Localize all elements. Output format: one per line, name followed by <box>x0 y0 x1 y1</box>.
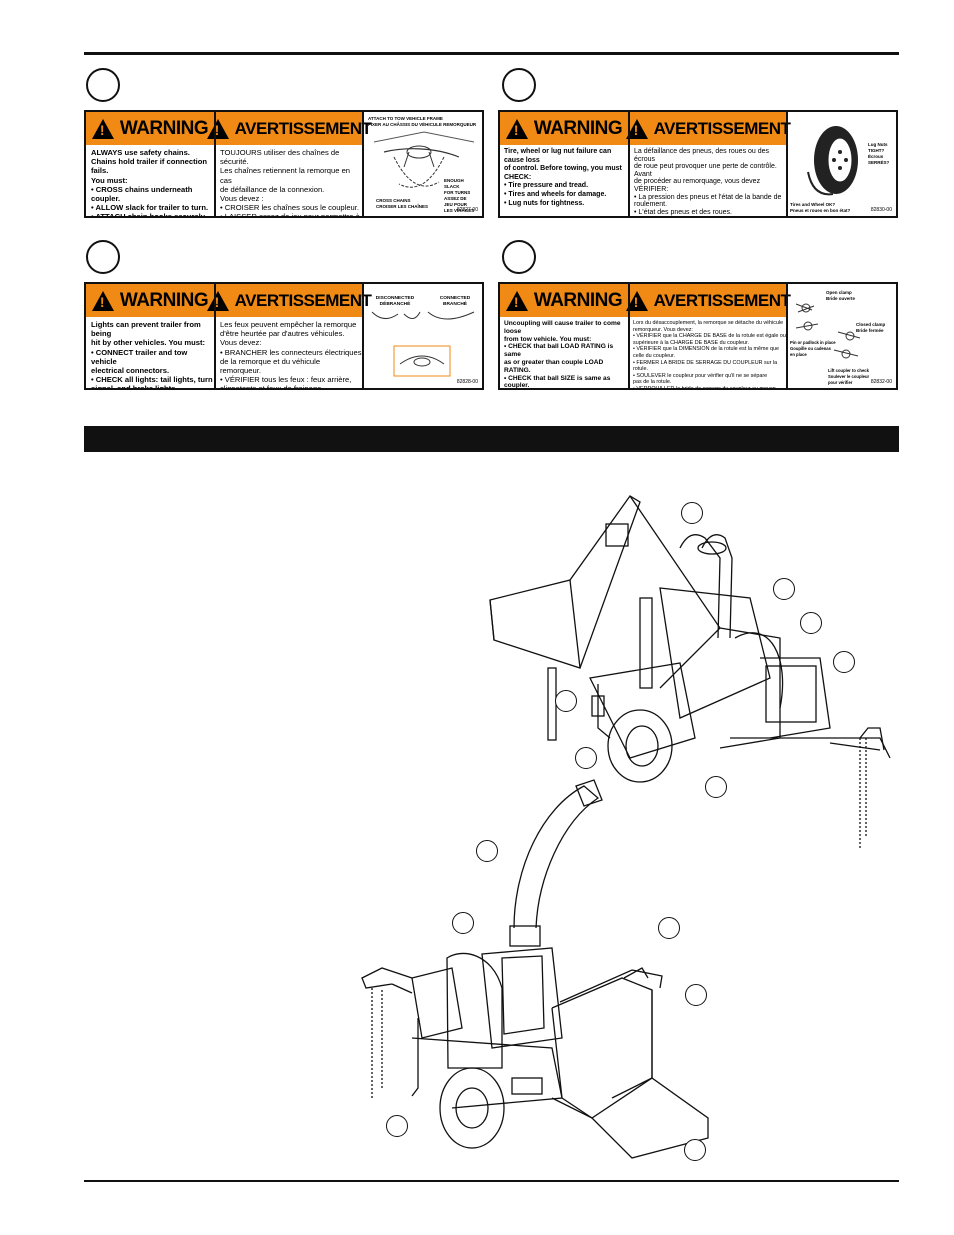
warning-header: WARNING <box>86 112 214 145</box>
label-code: 82827-00 <box>456 207 478 213</box>
warning-triangle-icon <box>91 290 114 311</box>
section-header-bar <box>84 426 899 452</box>
warning-triangle-icon <box>625 290 648 311</box>
callout-circle <box>452 912 474 934</box>
picture-caption-pin: Pin or padlock in place Goupille ou cade… <box>790 340 836 357</box>
callout-circle <box>833 651 855 673</box>
connector-icon <box>371 311 475 377</box>
warning-title: WARNING <box>533 117 623 139</box>
callout-circle <box>705 776 727 798</box>
callout-circle <box>386 1115 408 1137</box>
warning-triangle-icon <box>505 118 528 139</box>
french-text: La défaillance des pneus, des roues ou d… <box>634 148 782 216</box>
callout-circle <box>476 840 498 862</box>
divider <box>786 112 788 216</box>
divider <box>214 284 216 388</box>
english-text: Uncoupling will cause trailer to come lo… <box>504 320 621 390</box>
avertissement-title: AVERTISSEMENT <box>653 290 791 310</box>
callout-circle <box>773 578 795 600</box>
picture-caption-lift: Lift coupler to check Soulever le couple… <box>828 368 870 385</box>
divider <box>362 284 364 388</box>
divider <box>786 284 788 388</box>
english-text: Lights can prevent trailer from being hi… <box>91 320 213 390</box>
warning-title: WARNING <box>119 289 209 311</box>
avertissement-title: AVERTISSEMENT <box>234 290 372 310</box>
picture-caption-open-clamp: Open clamp Bride ouverte <box>826 290 856 301</box>
picture-caption-slack: ENOUGH SLACK FOR TURNS ASSEZ DE JEU POUR… <box>444 178 475 213</box>
avertissement-header: AVERTISSEMENT <box>625 112 791 145</box>
callout-circle <box>658 917 680 939</box>
warning-label-coupler: WARNING AVERTISSEMENT Uncoupling will ca… <box>498 282 898 390</box>
reference-circle-3 <box>86 240 120 274</box>
chipper-illustration-rear-view <box>489 495 891 848</box>
reference-circle-1 <box>86 68 120 102</box>
lights-illustration: DISCONNECTED DÉBRANCHÉ CONNECTED BRANCHÉ <box>364 284 482 388</box>
picture-caption-closed-clamp: Closed clamp Bride fermée <box>856 322 886 333</box>
top-rule <box>84 52 899 55</box>
french-text: Lors du désaccouplement, la remorque se … <box>633 320 786 390</box>
callout-circle <box>684 1139 706 1161</box>
divider <box>214 112 216 216</box>
label-code: 82828-00 <box>456 379 478 385</box>
chipper-illustration-front-view <box>361 779 709 1159</box>
callout-circle <box>681 502 703 524</box>
reference-circle-2 <box>502 68 536 102</box>
picture-caption-cross: CROSS CHAINS CROISER LES CHAÎNES <box>376 198 429 209</box>
callout-circle <box>555 690 577 712</box>
warning-title: WARNING <box>533 289 623 311</box>
divider <box>628 112 630 216</box>
warning-label-safety-chains: WARNING AVERTISSEMENT ALWAYS use safety … <box>84 110 484 218</box>
bottom-rule <box>84 1180 899 1182</box>
avertissement-header: AVERTISSEMENT <box>206 284 372 317</box>
coupler-icon <box>795 303 861 359</box>
safety-chains-illustration: ATTACH TO TOW VEHICLE FRAME FIXER AU CHÂ… <box>364 112 482 216</box>
tire-illustration: Lug Nuts TIGHT? Écrous SERRÉS? Tires and… <box>788 112 896 216</box>
avertissement-header: AVERTISSEMENT <box>206 112 372 145</box>
warning-triangle-icon <box>91 118 114 139</box>
avertissement-header: AVERTISSEMENT <box>625 284 791 317</box>
warning-label-tire-wheel: WARNING AVERTISSEMENT Tire, wheel or lug… <box>498 110 898 218</box>
warning-triangle-icon <box>625 118 648 139</box>
reference-circle-4 <box>502 240 536 274</box>
avertissement-title: AVERTISSEMENT <box>234 118 372 138</box>
callout-circle <box>800 612 822 634</box>
callout-circle <box>575 747 597 769</box>
french-text: TOUJOURS utiliser des chaînes de sécurit… <box>220 148 360 218</box>
label-code: 82830-00 <box>870 207 892 213</box>
tire-icon <box>807 126 858 196</box>
warning-triangle-icon <box>206 290 229 311</box>
picture-caption-connected: CONNECTED BRANCHÉ <box>439 296 471 307</box>
english-text: ALWAYS use safety chains. Chains hold tr… <box>91 148 209 218</box>
coupler-illustration: Open clamp Bride ouverte Closed clamp Br… <box>788 284 896 388</box>
chain-illustration-icon <box>373 131 475 188</box>
picture-caption-disconnected: DISCONNECTED DÉBRANCHÉ <box>375 296 415 307</box>
warning-title: WARNING <box>119 117 209 139</box>
avertissement-title: AVERTISSEMENT <box>653 118 791 138</box>
warning-triangle-icon <box>505 290 528 311</box>
warning-header: WARNING <box>86 284 214 317</box>
divider <box>628 284 630 388</box>
picture-caption-lug-nuts: Lug Nuts TIGHT? Écrous SERRÉS? <box>868 142 890 165</box>
warning-label-lights: WARNING AVERTISSEMENT Lights can prevent… <box>84 282 484 390</box>
warning-triangle-icon <box>206 118 229 139</box>
warning-header: WARNING <box>500 112 628 145</box>
warning-header: WARNING <box>500 284 628 317</box>
callout-circle <box>685 984 707 1006</box>
label-code: 82832-00 <box>870 379 892 385</box>
french-text: Les feux peuvent empêcher la remorque d'… <box>220 320 362 390</box>
english-text: Tire, wheel or lug nut failure can cause… <box>504 148 622 207</box>
picture-caption-attach: ATTACH TO TOW VEHICLE FRAME FIXER AU CHÂ… <box>368 116 477 127</box>
picture-caption-tires-ok: Tires and Wheel OK? Pneus et roues en bo… <box>790 202 851 213</box>
divider <box>362 112 364 216</box>
